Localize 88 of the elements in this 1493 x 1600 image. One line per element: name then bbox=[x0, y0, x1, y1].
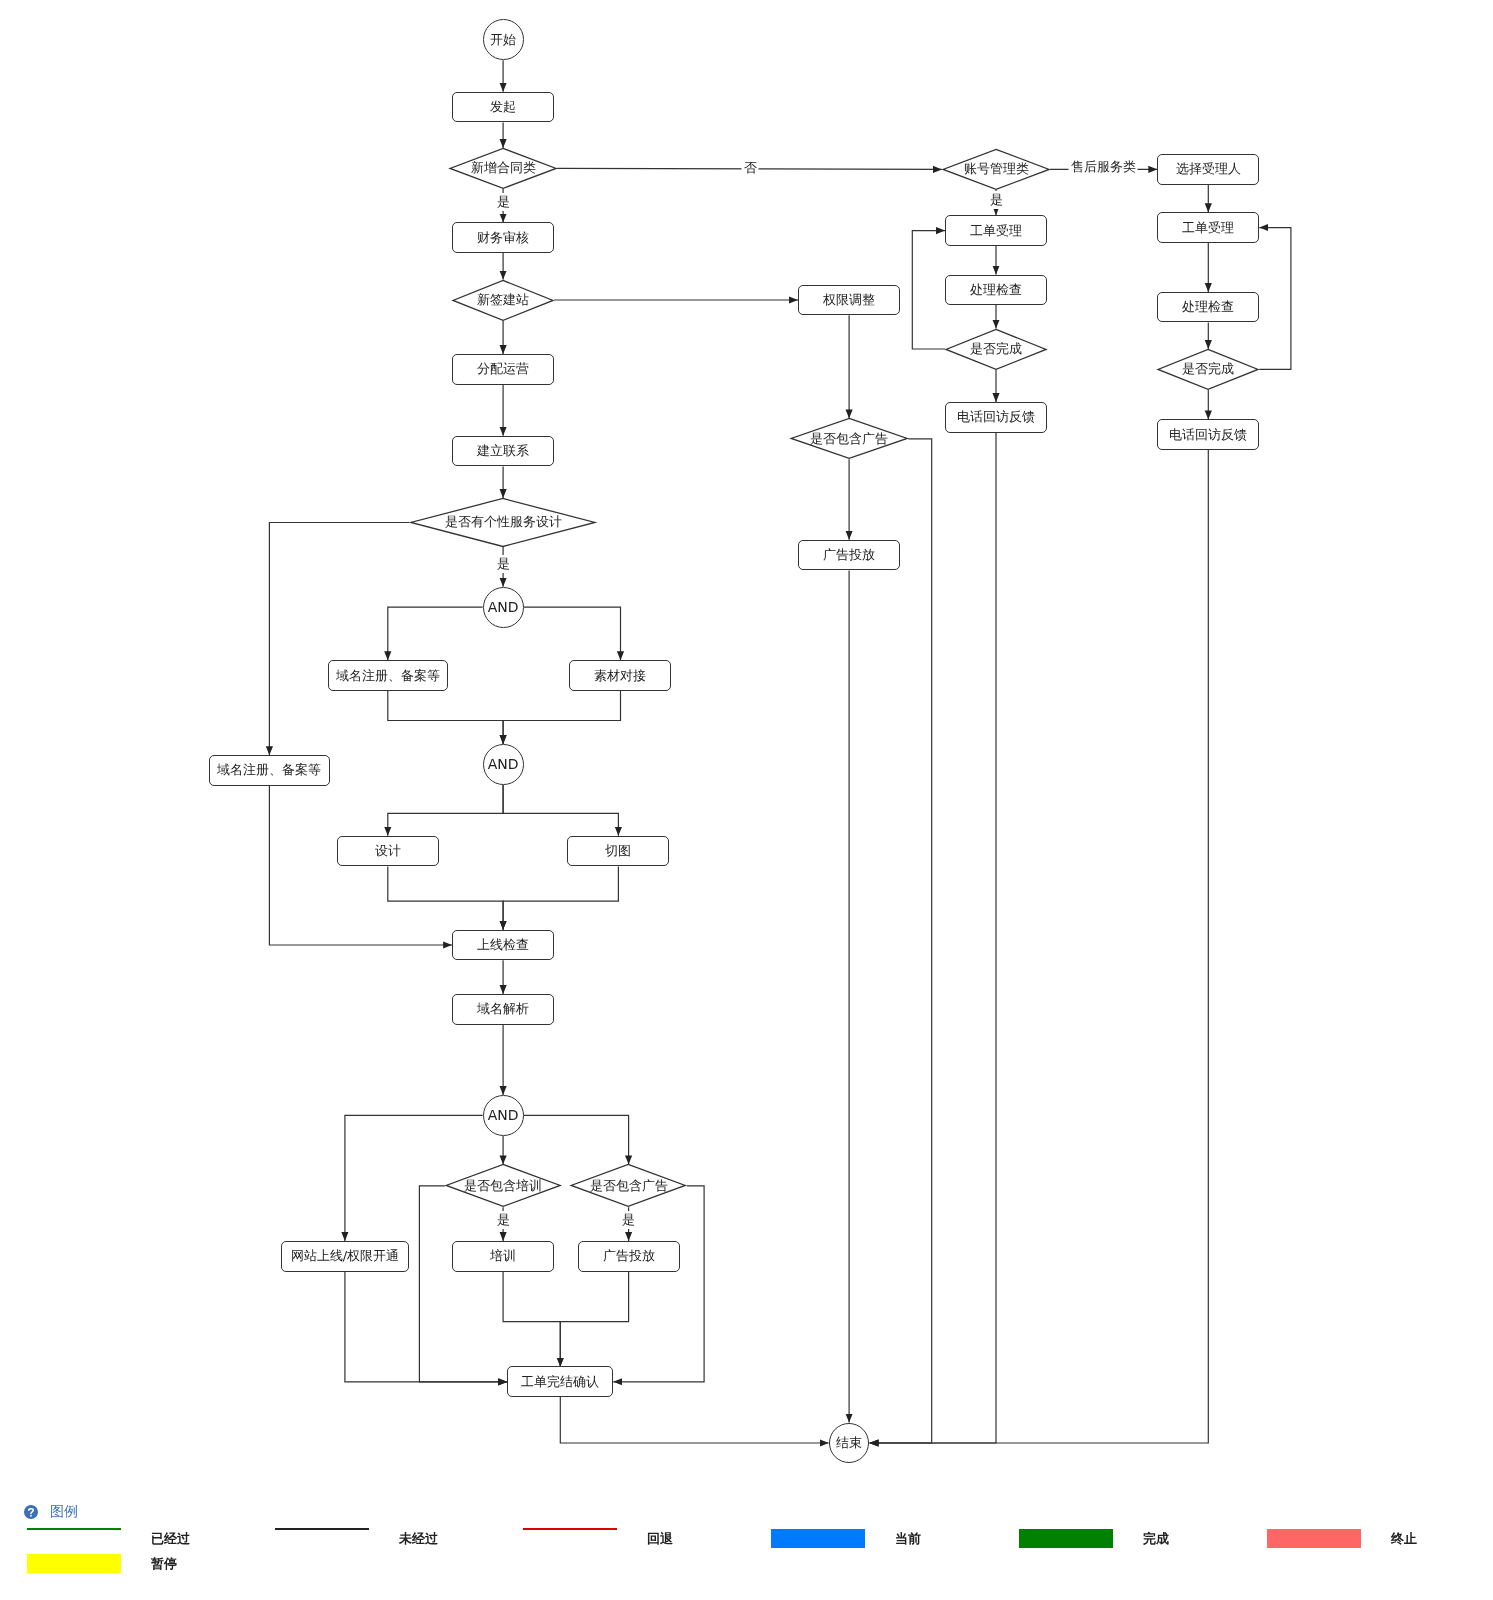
process-box: 域名注册、备案等 bbox=[209, 755, 330, 786]
decision-diamond: 是否包含广告 bbox=[789, 418, 909, 460]
arrow bbox=[845, 314, 853, 419]
arrow bbox=[499, 959, 507, 995]
arrow bbox=[1204, 184, 1212, 213]
process-box: 广告投放 bbox=[798, 539, 901, 571]
arrow bbox=[499, 319, 507, 355]
arrow bbox=[499, 690, 622, 745]
process-box: 建立联系 bbox=[452, 435, 555, 467]
decision-diamond: 新增合同类 bbox=[449, 147, 558, 189]
legend-label: 回退 bbox=[647, 1530, 673, 1548]
legend-label: 终止 bbox=[1391, 1530, 1417, 1548]
arrow bbox=[499, 865, 619, 931]
arrow bbox=[384, 606, 484, 661]
process-box: 网站上线/权限开通 bbox=[280, 1240, 410, 1272]
edge-label: 是 bbox=[494, 1210, 512, 1229]
legend-label: 未经过 bbox=[399, 1530, 438, 1548]
process-box: 处理检查 bbox=[945, 274, 1048, 306]
process-box: 域名注册、备案等 bbox=[327, 660, 448, 691]
process-box: 上线检查 bbox=[452, 929, 555, 961]
arrow bbox=[522, 1114, 633, 1165]
edge-label: 是 bbox=[620, 1210, 638, 1229]
arrow bbox=[992, 245, 1000, 276]
edge-label: 是 bbox=[494, 193, 512, 212]
arrow bbox=[1204, 242, 1212, 293]
process-box: 素材对接 bbox=[569, 660, 672, 691]
arrow bbox=[556, 1271, 630, 1368]
legend-label: 当前 bbox=[895, 1530, 921, 1548]
arrow bbox=[556, 165, 943, 173]
process-box: 设计 bbox=[336, 835, 439, 867]
process-box: 广告投放 bbox=[577, 1240, 680, 1272]
edge-label: 是 bbox=[987, 191, 1005, 209]
process-box: 权限调整 bbox=[798, 284, 901, 316]
arrow bbox=[499, 465, 507, 499]
decision-diamond: 是否有个性服务设计 bbox=[409, 498, 597, 547]
process-box: 发起 bbox=[452, 91, 555, 123]
decision-diamond: 新签建站 bbox=[452, 279, 555, 321]
process-box: 域名解析 bbox=[452, 993, 555, 1025]
process-box: 分配运营 bbox=[452, 354, 555, 385]
arrow bbox=[502, 784, 622, 837]
process-box: 工单完结确认 bbox=[507, 1366, 614, 1398]
arrow bbox=[1258, 224, 1292, 370]
arrow bbox=[1204, 389, 1212, 420]
arrow bbox=[418, 1185, 508, 1386]
decision-diamond: 账号管理类 bbox=[941, 149, 1051, 190]
arrow bbox=[499, 121, 507, 149]
arrow bbox=[992, 368, 1000, 403]
process-box: 财务审核 bbox=[452, 222, 555, 254]
arrow bbox=[992, 304, 1000, 330]
process-box: 切图 bbox=[567, 835, 670, 867]
arrow bbox=[268, 785, 453, 949]
arrow bbox=[559, 1396, 830, 1447]
gateway-circle: AND bbox=[482, 1095, 524, 1136]
arrow bbox=[845, 458, 853, 541]
process-box: 电话回访反馈 bbox=[1157, 419, 1260, 451]
arrow bbox=[845, 569, 853, 1424]
arrow bbox=[522, 606, 625, 661]
gateway-circle: AND bbox=[482, 586, 524, 628]
arrow bbox=[499, 1024, 507, 1096]
arrow bbox=[612, 1185, 705, 1386]
edge-label: 是 bbox=[494, 555, 512, 574]
arrow bbox=[911, 227, 946, 350]
arrow bbox=[868, 449, 1209, 1447]
arrow bbox=[499, 59, 507, 93]
legend-title: 图例 bbox=[50, 1503, 78, 1521]
process-box: 处理检查 bbox=[1157, 291, 1260, 323]
legend-label: 暂停 bbox=[151, 1555, 177, 1573]
arrow bbox=[553, 296, 799, 304]
arrow bbox=[499, 384, 507, 437]
decision-diamond: 是否包含广告 bbox=[570, 1164, 687, 1208]
legend-label: 完成 bbox=[1143, 1530, 1169, 1548]
terminal-circle: 开始 bbox=[482, 19, 524, 61]
process-box: 电话回访反馈 bbox=[945, 402, 1048, 433]
arrow bbox=[341, 1114, 484, 1242]
arrow bbox=[1204, 321, 1212, 350]
terminal-circle: 结束 bbox=[828, 1422, 870, 1464]
process-box: 工单受理 bbox=[1157, 212, 1260, 243]
process-box: 培训 bbox=[452, 1240, 555, 1272]
decision-diamond: 是否包含培训 bbox=[444, 1164, 562, 1208]
decision-diamond: 是否完成 bbox=[1157, 349, 1260, 390]
arrow bbox=[499, 252, 507, 281]
process-box: 选择受理人 bbox=[1157, 154, 1260, 185]
arrow bbox=[499, 1135, 507, 1165]
process-box: 工单受理 bbox=[945, 215, 1048, 246]
legend-label: 已经过 bbox=[151, 1530, 190, 1548]
gateway-circle: AND bbox=[482, 743, 524, 785]
decision-diamond: 是否完成 bbox=[945, 328, 1048, 370]
arrow bbox=[265, 521, 410, 756]
